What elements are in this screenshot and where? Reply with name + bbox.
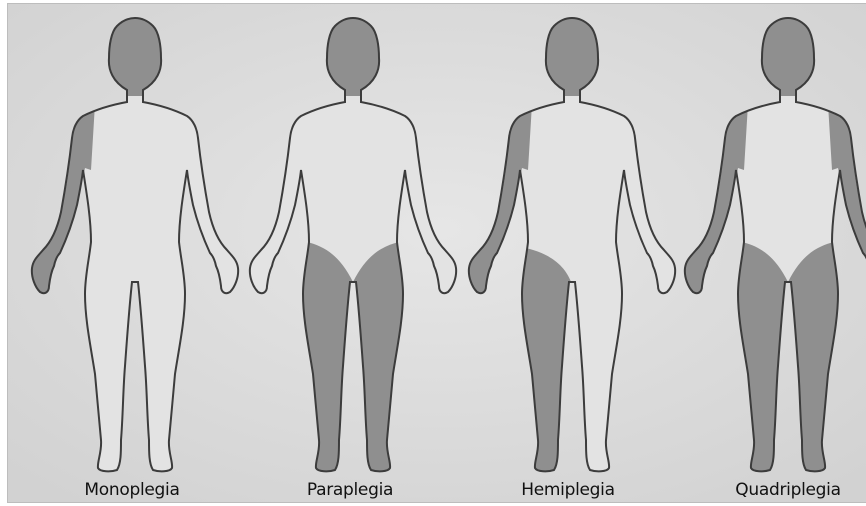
diagram-panel: Monoplegia Paraplegia Hemiplegia Quadrip… (7, 3, 866, 503)
label-quadriplegia: Quadriplegia (735, 480, 840, 500)
label-monoplegia: Monoplegia (84, 480, 179, 500)
label-paraplegia: Paraplegia (307, 480, 393, 500)
figures-canvas (8, 4, 866, 503)
label-hemiplegia: Hemiplegia (521, 480, 614, 500)
